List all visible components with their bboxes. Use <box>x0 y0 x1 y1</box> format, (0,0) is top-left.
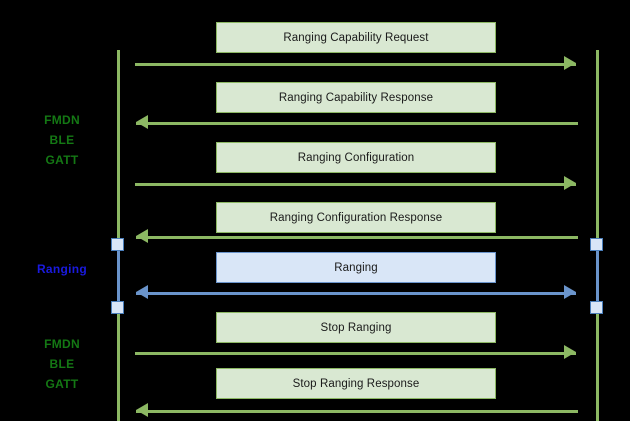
arrow-head-right-icon <box>564 176 576 190</box>
message-label: Ranging Capability Response <box>278 91 434 104</box>
phase-label-line: FMDN <box>44 337 80 351</box>
message-box-ranging: Ranging <box>216 252 496 283</box>
phase-label-line: Ranging <box>36 262 88 276</box>
message-box-stop-ranging: Stop Ranging <box>216 312 496 343</box>
arrow-head-left-icon <box>136 229 148 243</box>
lifeline-left-upper <box>117 50 120 245</box>
message-label: Ranging Configuration Response <box>269 211 443 224</box>
phase-label-fmdn-top: FMDN BLE GATT <box>14 110 110 170</box>
lifeline-left-ranging <box>117 244 120 308</box>
message-arrow-ranging-capability-request <box>135 63 576 66</box>
phase-label-line: BLE <box>49 133 75 147</box>
activation-marker-left-top <box>111 238 124 251</box>
message-box-ranging-configuration-response: Ranging Configuration Response <box>216 202 496 233</box>
arrow-head-left-icon <box>136 285 148 299</box>
message-label: Stop Ranging Response <box>292 377 420 390</box>
message-arrow-ranging-configuration <box>135 183 576 186</box>
phase-label-fmdn-bottom: FMDN BLE GATT <box>14 334 110 394</box>
message-box-ranging-capability-response: Ranging Capability Response <box>216 82 496 113</box>
arrow-head-right-icon <box>564 56 576 70</box>
message-arrow-ranging-configuration-response <box>136 236 578 239</box>
message-label: Ranging Configuration <box>297 151 415 164</box>
message-label: Stop Ranging <box>320 321 392 334</box>
message-arrow-stop-ranging-response <box>136 410 578 413</box>
arrow-head-right-icon <box>564 345 576 359</box>
message-arrow-ranging-capability-response <box>136 122 578 125</box>
message-label: Ranging <box>334 261 378 274</box>
arrow-head-right-icon <box>564 285 576 299</box>
lifeline-right-lower <box>596 306 599 421</box>
message-box-ranging-configuration: Ranging Configuration <box>216 142 496 173</box>
phase-label-ranging: Ranging <box>14 259 110 279</box>
activation-marker-right-top <box>590 238 603 251</box>
lifeline-left-lower <box>117 306 120 421</box>
message-box-ranging-capability-request: Ranging Capability Request <box>216 22 496 53</box>
message-arrow-stop-ranging <box>135 352 576 355</box>
message-label: Ranging Capability Request <box>283 31 429 44</box>
lifeline-right-upper <box>596 50 599 245</box>
message-arrow-ranging <box>136 292 576 295</box>
activation-marker-right-bottom <box>590 301 603 314</box>
phase-label-line: FMDN <box>44 113 80 127</box>
lifeline-right-ranging <box>596 244 599 308</box>
activation-marker-left-bottom <box>111 301 124 314</box>
arrow-head-left-icon <box>136 115 148 129</box>
arrow-head-left-icon <box>136 403 148 417</box>
message-box-stop-ranging-response: Stop Ranging Response <box>216 368 496 399</box>
phase-label-line: BLE <box>49 357 75 371</box>
phase-label-line: GATT <box>45 153 79 167</box>
phase-label-line: GATT <box>45 377 79 391</box>
